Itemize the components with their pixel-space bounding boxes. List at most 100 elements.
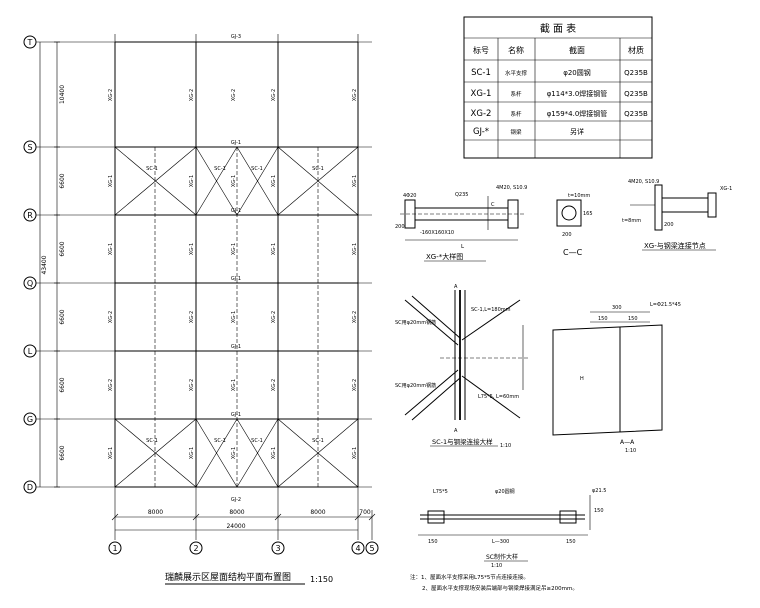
xg-detail-title: XG-*大样图	[426, 252, 463, 261]
node-detail-title: XG-与钢梁连接节点	[644, 241, 706, 250]
dim-text: 8000	[148, 509, 163, 516]
cc-note-200: 200	[562, 232, 572, 238]
member-label: XG-1	[352, 447, 358, 459]
sc-note-3: SC用φ20mm钢筋	[395, 319, 436, 326]
dim-tick	[111, 513, 119, 521]
member-label: GJ-1	[231, 344, 241, 350]
dim-tick	[354, 513, 362, 521]
axis-bubble	[23, 35, 37, 49]
axis-label: R	[27, 211, 33, 220]
axis-label: T	[27, 38, 33, 47]
xg-note-bolts: 4Φ20	[403, 193, 416, 199]
xg-note-l: L	[461, 244, 465, 250]
axis-label: S	[27, 143, 32, 152]
axis-bubble	[271, 541, 285, 555]
table-cell: XG-2	[471, 109, 492, 119]
member-label: XG-1	[108, 447, 114, 459]
cc-note-t: t=10mm	[568, 193, 590, 199]
member-label: XG-1	[108, 243, 114, 255]
plan-title: 瑞麟展示区屋面结构平面布置图	[165, 571, 291, 583]
member-label: XG-1	[189, 447, 195, 459]
member-label: XG-1	[231, 447, 237, 459]
horizontal-brace	[114, 418, 197, 488]
axis-bubble	[365, 541, 379, 555]
aa-note-300: 300	[612, 305, 622, 311]
table-header: 标号	[473, 45, 489, 55]
dim-tick	[192, 513, 200, 521]
member-label: XG-2	[108, 311, 114, 323]
cc-tube	[561, 205, 577, 221]
fab-angle-right	[559, 510, 577, 524]
xg-note-c: C	[491, 202, 495, 208]
brace-rod	[461, 299, 521, 341]
node-note-200: 200	[664, 222, 674, 228]
member-label: XG-2	[352, 311, 358, 323]
horizontal-brace	[195, 146, 238, 216]
axis-label: 1	[112, 544, 117, 553]
fab-note-150b: 150	[566, 539, 576, 545]
table-cell: 钢梁	[510, 128, 522, 136]
member-label: XG-1	[271, 243, 277, 255]
table-cell: φ20圆钢	[563, 68, 591, 77]
dim-text: 700	[359, 509, 371, 516]
table-cell: Q235B	[624, 110, 648, 118]
table-cell: XG-1	[471, 89, 492, 99]
member-label: XG-2	[108, 379, 114, 391]
fab-note-hole: φ21.5	[592, 488, 606, 494]
node-note-t: t=8mm	[622, 218, 641, 224]
member-label: SC-1	[214, 438, 226, 444]
member-label: XG-1	[231, 379, 237, 391]
member-label: SC-1	[214, 166, 226, 172]
table-cell: Q235B	[624, 69, 648, 77]
fab-note-rod: φ20圆钢	[495, 488, 515, 495]
axis-label: 3	[275, 544, 280, 553]
aa-scale: 1:10	[625, 448, 636, 454]
brace-rod	[404, 299, 459, 346]
member-label: XG-2	[271, 311, 277, 323]
section-a-bottom: A	[454, 428, 458, 434]
fab-note-angle: L75*5	[433, 489, 448, 495]
table-cell: 另详	[570, 127, 584, 136]
sc-detail-title: SC-1与钢梁连接大样	[432, 437, 493, 446]
axis-label: 4	[355, 544, 360, 553]
section-a-top: A	[454, 284, 458, 290]
table-title: 截 面 表	[540, 22, 576, 35]
xg-note-plate: -160X160X10	[420, 230, 454, 236]
xg-detail: L 4Φ20 -160X160X10 Q235 4M20, S10.9 C 20…	[395, 185, 593, 262]
member-label: XG-1	[231, 243, 237, 255]
dim-text: 10400	[59, 85, 66, 104]
dim-tick	[274, 513, 282, 521]
member-label: GJ-1	[231, 208, 241, 214]
sc-note-4: SC用φ20mm钢筋	[395, 382, 436, 389]
dim-text: 6600	[59, 377, 66, 392]
table-cell: 水平支撑	[505, 69, 528, 77]
footnote-2: 2、屋面水平支撑现场安装后端部与钢梁焊接满足吊≥200mm。	[422, 584, 578, 592]
brace-rod	[411, 295, 461, 339]
axis-label: D	[27, 483, 33, 492]
axis-bubble	[23, 208, 37, 222]
table-border	[463, 16, 653, 159]
member-label: XG-1	[271, 447, 277, 459]
sc-note-2: L75*5, L=60mm	[478, 394, 519, 400]
axis-label: L	[28, 347, 33, 356]
cc-note-165: 165	[583, 211, 593, 217]
member-label: XG-1	[189, 243, 195, 255]
member-label: GJ-3	[231, 34, 241, 40]
xg-note-200: 200	[395, 224, 405, 230]
member-label: XG-1	[108, 175, 114, 187]
brace-rod	[461, 375, 521, 419]
member-label: GJ-1	[231, 412, 241, 418]
fab-scale: 1:10	[491, 563, 502, 569]
axis-bubble	[351, 541, 365, 555]
member-label: XG-1	[352, 175, 358, 187]
dim-tick	[368, 513, 376, 521]
member-label: XG-2	[271, 379, 277, 391]
node-tube	[661, 197, 709, 213]
table-header: 材质	[628, 45, 644, 55]
axis-bubble	[23, 276, 37, 290]
sc-connection-detail: SC-1,L=180mm L75*5, L=60mm SC用φ20mm钢筋 SC…	[395, 284, 530, 449]
brace-rod	[404, 369, 459, 416]
aa-section-detail: 300 150 150 L=Φ21.5*45 H A—A 1:10	[552, 302, 681, 454]
member-label: XG-1	[189, 175, 195, 187]
